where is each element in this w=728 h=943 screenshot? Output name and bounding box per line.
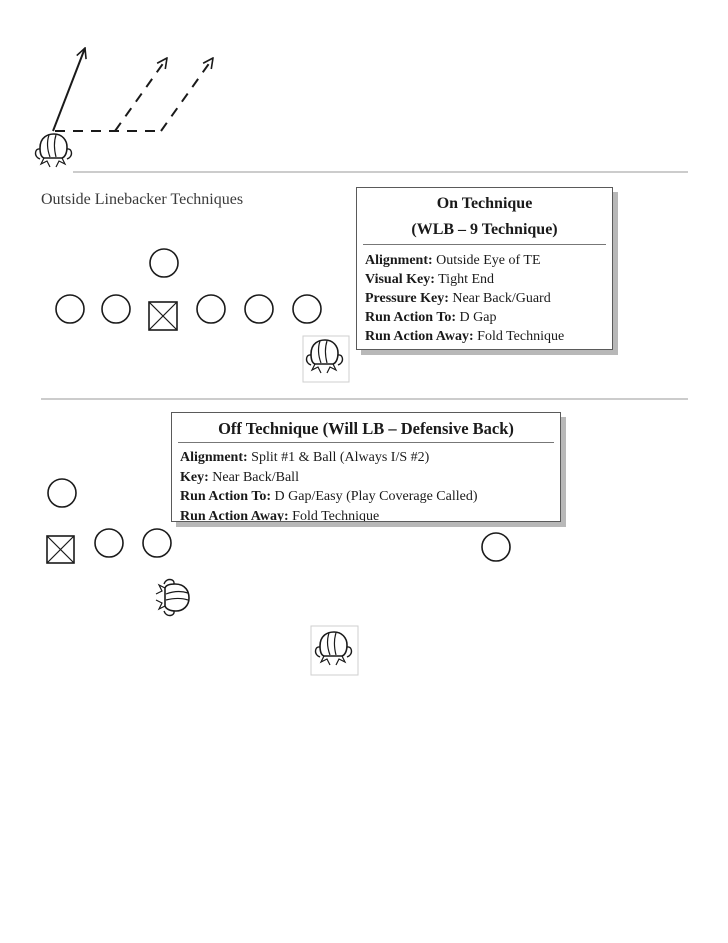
line-value: Near Back/Ball [212,469,299,485]
line-value: Fold Technique [292,508,380,522]
offensive-player-circle [94,528,124,558]
offensive-player-circle [101,294,131,324]
on-visual-key-line: Visual Key: Tight End [365,270,612,289]
line-label: Run Action To: [180,489,272,504]
callout-divider [178,442,554,443]
on-technique-callout: On Technique (WLB – 9 Technique) Alignme… [356,187,613,350]
center-box-icon [148,301,178,331]
line-label: Pressure Key: [365,291,449,306]
line-value: D Gap [459,310,497,325]
offensive-player-circle [142,528,172,558]
line-label: Alignment: [180,450,248,465]
off-run-action-to-line: Run Action To: D Gap/Easy (Play Coverage… [180,487,560,507]
off-technique-lines: Alignment: Split #1 & Ball (Always I/S #… [172,448,560,522]
line-label: Key: [180,469,209,485]
off-technique-callout: Off Technique (Will LB – Defensive Back)… [171,412,561,522]
off-technique-title: Off Technique (Will LB – Defensive Back) [218,419,514,438]
line-value: D Gap/Easy (Play Coverage Called) [274,489,478,504]
line-value: Outside Eye of TE [436,253,541,268]
offensive-player-circle [292,294,322,324]
callout-divider [363,244,606,245]
dashed-route-arrow-2 [160,58,213,132]
offensive-player-circle [149,248,179,278]
on-technique-lines: Alignment: Outside Eye of TE Visual Key:… [357,251,612,346]
on-run-action-to-line: Run Action To: D Gap [365,308,612,327]
line-label: Visual Key: [365,272,435,287]
on-pressure-key-line: Pressure Key: Near Back/Guard [365,289,612,308]
on-run-action-away-line: Run Action Away: Fold Technique [365,327,612,346]
line-label: Alignment: [365,253,433,268]
on-technique-title: On Technique [436,195,533,212]
line-value: Fold Technique [477,329,565,344]
linebacker-helmet-icon [34,133,73,168]
line-value: Split #1 & Ball (Always I/S #2) [251,450,430,465]
line-value: Tight End [438,272,495,287]
off-alignment-line: Alignment: Split #1 & Ball (Always I/S #… [180,448,560,468]
offensive-player-circle [244,294,274,324]
offensive-player-circle [55,294,85,324]
linebacker-helmet-icon [155,578,190,617]
on-alignment-line: Alignment: Outside Eye of TE [365,251,612,270]
off-run-action-away-line: Run Action Away: Fold Technique [180,507,560,522]
dashed-route-arrow-1 [114,58,167,132]
center-box-icon [46,535,75,564]
line-label: Run Action Away: [365,329,474,344]
off-key-line: Key: Near Back/Ball [180,468,560,488]
line-label: Run Action To: [365,310,457,325]
offensive-player-circle [481,532,511,562]
section-title: Outside Linebacker Techniques [41,191,244,208]
line-label: Run Action Away: [180,508,289,522]
on-technique-subtitle: (WLB – 9 Technique) [411,221,558,238]
offensive-player-circle [47,478,77,508]
solid-route-arrow [52,48,85,132]
offensive-player-circle [196,294,226,324]
line-value: Near Back/Guard [452,291,551,306]
